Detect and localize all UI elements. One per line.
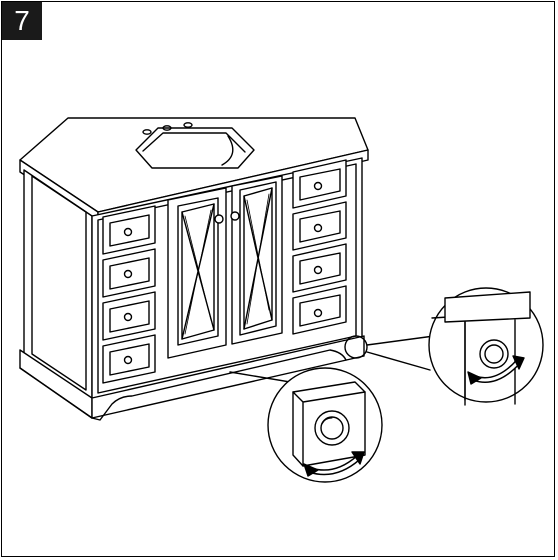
detail-view-side-foot — [428, 287, 544, 406]
center-doors — [167, 175, 283, 359]
right-drawer-stack — [292, 159, 347, 335]
callout-leader-right — [366, 335, 435, 371]
rotate-arrow-icon — [303, 451, 365, 477]
left-drawer-stack — [102, 205, 156, 384]
detail-view-front-foot — [267, 367, 383, 483]
rotate-arrow-icon-side — [467, 355, 525, 385]
step-number: 7 — [14, 5, 30, 36]
step-number-badge: 7 — [2, 2, 42, 40]
callout-marker-right — [344, 335, 368, 359]
callout-leader-front — [229, 371, 291, 383]
